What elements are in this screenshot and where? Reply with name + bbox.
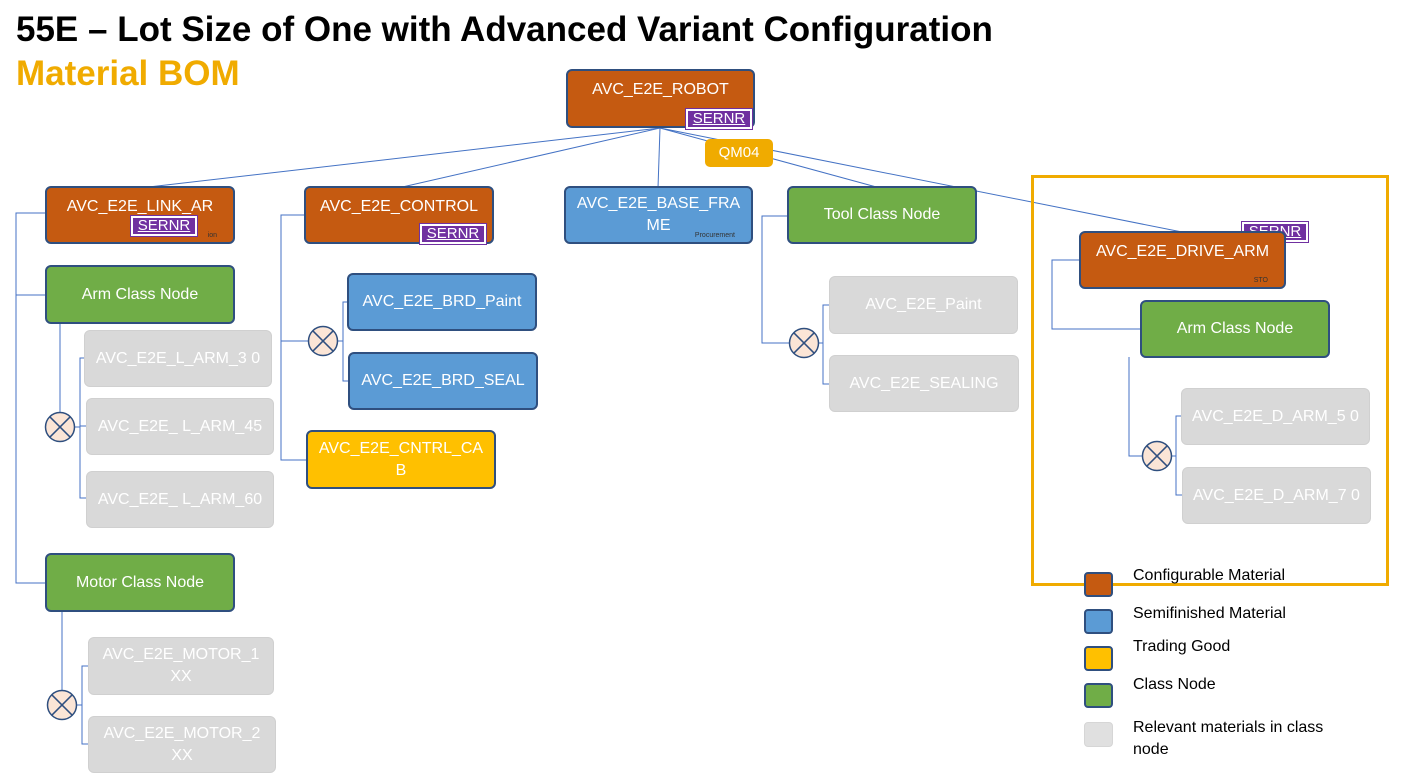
node-l-arm-30[interactable]: AVC_E2E_L_ARM_3 0: [84, 330, 272, 387]
node-l-arm-45[interactable]: AVC_E2E_ L_ARM_45: [86, 398, 274, 455]
node-d-arm-50[interactable]: AVC_E2E_D_ARM_5 0: [1181, 388, 1370, 445]
node-arm-class-left-label: Arm Class Node: [81, 285, 199, 303]
node-d-arm-70[interactable]: AVC_E2E_D_ARM_7 0: [1182, 467, 1371, 524]
node-link-arm[interactable]: AVC_E2E_LINK_AR ion: [45, 186, 235, 244]
node-motor-2xx[interactable]: AVC_E2E_MOTOR_2 XX: [88, 716, 276, 773]
node-cntrl-cab-label: AVC_E2E_CNTRL_CA B: [318, 439, 484, 479]
connector: [280, 214, 307, 461]
node-control-label: AVC_E2E_CONTROL: [320, 198, 478, 215]
node-motor-class[interactable]: Motor Class Node: [45, 553, 235, 612]
legend-swatch-relevant: [1084, 722, 1113, 747]
node-arm-class-right-label: Arm Class Node: [1176, 320, 1294, 337]
node-paint-label: AVC_E2E_Paint: [865, 296, 982, 313]
node-d-arm-70-label: AVC_E2E_D_ARM_7 0: [1193, 486, 1360, 504]
node-base-frame-label: AVC_E2E_BASE_FRA ME: [576, 195, 741, 234]
legend-swatch-configurable: [1084, 572, 1113, 597]
legend-label-configurable: Configurable Material: [1133, 567, 1286, 584]
node-control[interactable]: AVC_E2E_CONTROL: [304, 186, 494, 244]
connector: [79, 357, 86, 499]
sernr-badge: SERNR: [419, 223, 487, 245]
connector: [657, 127, 661, 189]
legend-swatch-semifinished: [1084, 609, 1113, 634]
node-d-arm-50-label: AVC_E2E_D_ARM_5 0: [1192, 407, 1359, 425]
node-base-frame[interactable]: AVC_E2E_BASE_FRA ME Procurement: [564, 186, 753, 244]
node-brd-seal[interactable]: AVC_E2E_BRD_SEAL: [348, 352, 538, 410]
or-selection-icon: [307, 325, 339, 357]
node-drive-arm-label: AVC_E2E_DRIVE_ARM: [1095, 243, 1270, 260]
drive-arm-highlight-frame: [1031, 175, 1389, 586]
node-sealing-label: AVC_E2E_SEALING: [849, 374, 999, 392]
node-cntrl-cab[interactable]: AVC_E2E_CNTRL_CA B: [306, 430, 496, 489]
page-title: 55E – Lot Size of One with Advanced Vari…: [16, 10, 993, 49]
connector: [81, 665, 88, 745]
node-motor-2xx-label: AVC_E2E_MOTOR_2 XX: [103, 724, 261, 764]
node-brd-paint-label: AVC_E2E_BRD_Paint: [362, 293, 522, 310]
node-paint[interactable]: AVC_E2E_Paint: [829, 276, 1018, 334]
node-l-arm-30-label: AVC_E2E_L_ARM_3 0: [95, 349, 261, 367]
connector: [1051, 259, 1142, 330]
legend-label-class-node: Class Node: [1133, 676, 1216, 693]
connector: [1175, 415, 1183, 496]
legend-label-trading: Trading Good: [1133, 638, 1231, 655]
node-motor-1xx[interactable]: AVC_E2E_MOTOR_1 XX: [88, 637, 274, 695]
page-subtitle: Material BOM: [16, 54, 240, 93]
node-robot-label: AVC_E2E_ROBOT: [592, 81, 729, 98]
node-sealing[interactable]: AVC_E2E_SEALING: [829, 355, 1019, 412]
node-brd-seal-label: AVC_E2E_BRD_SEAL: [361, 372, 525, 389]
node-drive-arm[interactable]: AVC_E2E_DRIVE_ARM STO: [1079, 231, 1286, 289]
sernr-badge: SERNR: [685, 108, 753, 130]
node-l-arm-60[interactable]: AVC_E2E_ L_ARM_60: [86, 471, 274, 528]
node-link-arm-label: AVC_E2E_LINK_AR: [66, 198, 214, 215]
node-tool-class-label: Tool Class Node: [823, 206, 941, 223]
legend-label-relevant: Relevant materials in class node: [1133, 719, 1324, 758]
legend-label-semifinished: Semifinished Material: [1133, 605, 1286, 622]
node-arm-class-right[interactable]: Arm Class Node: [1140, 300, 1330, 358]
node-l-arm-60-label: AVC_E2E_ L_ARM_60: [97, 490, 263, 508]
node-brd-paint[interactable]: AVC_E2E_BRD_Paint: [347, 273, 537, 331]
or-selection-icon: [44, 411, 76, 443]
legend-swatch-trading: [1084, 646, 1113, 671]
sernr-badge: SERNR: [130, 215, 198, 237]
node-l-arm-45-label: AVC_E2E_ L_ARM_45: [97, 417, 263, 435]
qm04-badge: QM04: [705, 139, 773, 167]
connector: [15, 212, 47, 584]
connector: [397, 127, 661, 189]
node-motor-class-label: Motor Class Node: [75, 573, 205, 591]
or-selection-icon: [788, 327, 820, 359]
node-link-arm-note: ion: [207, 232, 217, 239]
node-motor-1xx-label: AVC_E2E_MOTOR_1 XX: [102, 646, 260, 685]
node-base-frame-note: Procurement: [694, 232, 735, 239]
or-selection-icon: [46, 689, 78, 721]
node-tool-class[interactable]: Tool Class Node: [787, 186, 977, 244]
connector: [139, 127, 661, 189]
node-arm-class-left[interactable]: Arm Class Node: [45, 265, 235, 324]
connector: [822, 304, 830, 385]
node-drive-arm-note: STO: [1253, 277, 1268, 284]
or-selection-icon: [1141, 440, 1173, 472]
legend-swatch-class-node: [1084, 683, 1113, 708]
connector: [342, 301, 349, 382]
